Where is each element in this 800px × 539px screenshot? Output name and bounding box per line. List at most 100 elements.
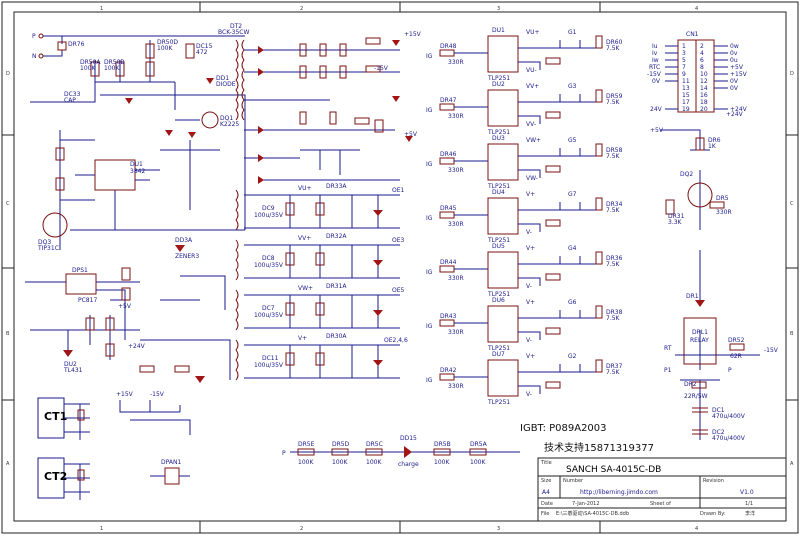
part-label: DR36 [606,255,623,262]
panel-connector [164,467,180,485]
part-label: DR47 [440,97,457,104]
part-label: DR31A [326,283,347,290]
drawn-by: 李洋 [745,510,755,517]
pin-label: 0u [730,57,738,64]
pin-label: 0V [652,78,661,85]
supply-channel: DC9 100u/35V DR33A OE1 VU+ [235,183,405,231]
part-value: 100K [366,459,382,466]
title-block: Title SANCH SA-4015C-DB Size A4 Number h… [537,457,787,522]
part-label: DQ1 [220,115,233,122]
column-marker: 4 [695,526,698,532]
row-marker: B [6,331,10,337]
part-label: DR45 [440,205,457,212]
part-label: DR34 [606,201,623,208]
column-marker: 2 [300,6,303,12]
part-label: DR44 [440,259,457,266]
part-value: K2225 [220,121,239,128]
smps-section: P N DR76 DC33 CAP DR50A 100K DR50B 100K … [25,33,246,413]
output-label: G2 [568,353,577,360]
part-label: DD1 [216,75,229,82]
part-value: 7.5K [606,369,621,376]
part-value: BCK-35CW [218,29,249,36]
charge-indicator-chain: P DR5E 100K DR5D 100K DR5C 100K DD15 cha… [282,435,520,468]
pin-label: +24V [730,106,748,113]
sheet-caption: Sheet of [650,501,671,507]
column-marker: 1 [100,526,103,532]
rail-label: -15V [764,347,779,354]
pin-label: Iu [652,43,658,50]
part-value: 22R/5W [684,393,708,400]
part-label: DR52 [728,337,745,344]
current-sensor-section: CT1 CT2 DPAN1 [37,397,191,500]
part-value: 62R [730,353,742,360]
part-label: CT1 [44,410,67,423]
part-label: DR6 [708,137,721,144]
gate-driver-row: IG DR46 330R TLP251 DU3 DR58 7.5K G5 VW+… [426,135,623,190]
part-value: 330R [448,59,464,66]
rail-label: VV+ [526,83,539,90]
gate-driver-section: IG DR48 330R TLP251 DU1 DR60 7.5K G1 VU+… [426,27,623,406]
optocoupler [487,251,519,289]
column-marker: 3 [497,526,500,532]
output-label: OE2,4,6 [384,337,408,344]
gate-supply-channels: DC9 100u/35V DR33A OE1 VU+ DC8 100u/35V … [235,183,408,381]
optocoupler [487,89,519,127]
supply-channel: DC7 100u/35V DR31A OE5 VW+ [235,283,405,331]
input-label: IG [426,215,433,222]
rail-label: +5V [118,303,132,310]
optocoupler [487,197,519,235]
output-label: OE3 [392,237,405,244]
drawing-date: 7-Jan-2012 [572,501,600,507]
rail-label: -15V [150,391,165,398]
rail-label: VW- [526,175,538,182]
row-marker: C [790,201,794,207]
rail-label: V+ [526,245,535,252]
part-label: DR58 [606,147,623,154]
part-value: 330R [448,167,464,174]
optocoupler [487,35,519,73]
terminal-rt: RT [664,345,672,352]
pin-number: 16 [700,92,708,99]
part-label: DU5 [492,243,505,250]
part-label: DC15 [196,43,213,50]
part-label: DQ2 [680,171,693,178]
part-label: DU4 [492,189,505,196]
part-value: 7.5K [606,153,621,160]
part-value: TLP251 [487,129,510,136]
pin-label: +15V [730,71,748,78]
rail-label: V- [526,229,532,236]
row-marker: D [6,71,10,77]
terminal-n: N [32,53,37,60]
part-label: DU1 [492,27,505,34]
part-value: 330R [448,329,464,336]
part-label: DR5C [366,441,383,448]
rail-label: +15V [404,31,422,38]
pin-label: 24V [650,106,663,113]
pin-label: Iw [652,57,659,64]
rail-label: VV+ [298,235,311,242]
revision-caption: Revision [703,478,724,484]
pin-number: 4 [700,50,704,57]
part-label: DU7 [492,351,505,358]
part-value: TLP251 [487,291,510,298]
optocoupler [487,143,519,181]
pin-number: 2 [700,43,704,50]
pin-number: 11 [682,78,690,85]
part-label: DR5A [470,441,488,448]
terminal-p: P [728,367,732,374]
rail-label: V+ [298,335,307,342]
rail-label: VW+ [526,137,541,144]
gate-driver-row: IG DR44 330R TLP251 DU5 DR36 7.5K G4 V+ … [426,243,623,298]
pin-number: 18 [700,99,708,106]
gate-driver-row: IG DR48 330R TLP251 DU1 DR60 7.5K G1 VU+… [426,27,623,82]
pin-number: 20 [700,106,708,113]
file-path: E:\三碁驱动\SA-4015C-DB.ddb [556,510,629,517]
part-label: DR50A [80,59,101,66]
part-label: DC33 [64,91,81,98]
rail-label: V- [526,283,532,290]
output-label: G6 [568,299,577,306]
part-value: 7.5K [606,99,621,106]
pin-number: 19 [682,106,690,113]
part-value: 100K [470,459,486,466]
